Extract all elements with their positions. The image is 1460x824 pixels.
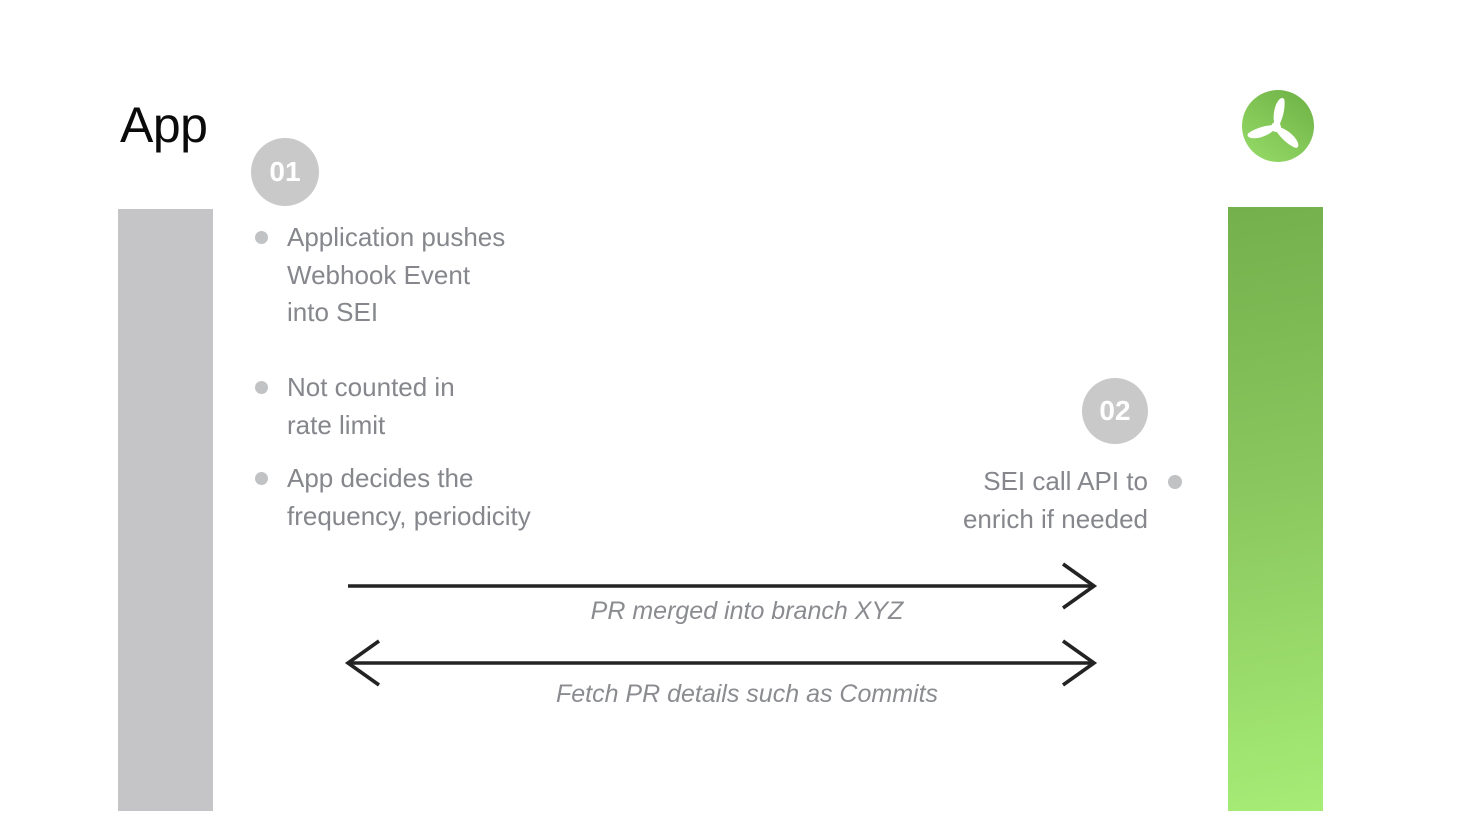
bullet-text: App decides the frequency, periodicity — [287, 460, 531, 535]
arrow-backward-label: Fetch PR details such as Commits — [555, 680, 939, 708]
bullet-text: Not counted in rate limit — [287, 369, 455, 444]
step-badge-01: 01 — [251, 138, 319, 206]
sei-lane-bar — [1228, 207, 1323, 811]
bullet-line: rate limit — [287, 409, 386, 440]
step-badge-02: 02 — [1082, 378, 1148, 444]
app-lane-bar — [118, 209, 213, 811]
bullet-line: into SEI — [287, 297, 379, 327]
bullet-line: App decides the — [287, 463, 474, 493]
bullet-line: Not counted in — [287, 372, 455, 402]
bullet-line: Application pushes — [287, 222, 506, 252]
bullet-dot-icon — [255, 231, 268, 244]
note-line: enrich if needed — [962, 503, 1148, 534]
bullet-dot-icon — [255, 472, 268, 485]
page-title: App — [120, 97, 208, 153]
step-number: 01 — [269, 156, 301, 187]
bullet-line: frequency, periodicity — [287, 500, 531, 531]
list-item: Not counted in rate limit — [255, 369, 455, 444]
propeller-logo-icon — [1242, 90, 1314, 162]
arrow-forward-label: PR merged into branch XYZ — [590, 597, 904, 625]
bullet-dot-icon — [255, 381, 268, 394]
step-number: 02 — [1099, 395, 1131, 426]
list-item: Application pushes Webhook Event into SE… — [255, 219, 505, 332]
bullet-text: Application pushes Webhook Event into SE… — [287, 219, 505, 332]
bullet-dot-icon — [1168, 475, 1182, 489]
arrow-right-icon — [348, 562, 1098, 610]
list-item: App decides the frequency, periodicity — [255, 460, 531, 535]
bullet-line: Webhook Event — [287, 259, 471, 290]
note-line: SEI call API to — [983, 466, 1148, 496]
sei-note-text: SEI call API to enrich if needed — [963, 463, 1148, 538]
arrow-double-icon — [344, 639, 1098, 687]
